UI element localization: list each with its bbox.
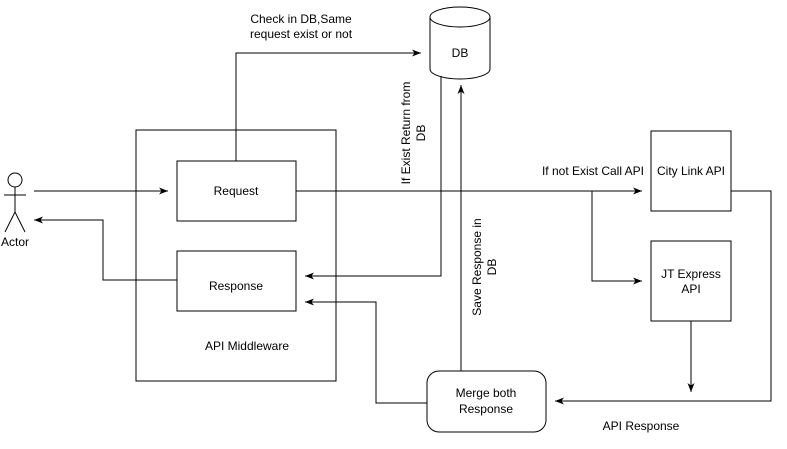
- if-exist-label-line1: If Exist Return from: [399, 82, 413, 185]
- merge-response-label-line2: Response: [459, 402, 513, 416]
- edge-response-to-actor: [34, 216, 177, 281]
- save-response-label-line2: DB: [485, 259, 499, 276]
- jt-express-api-label-line2: API: [681, 282, 700, 296]
- actor-label: Actor: [1, 235, 29, 249]
- city-link-api-label: City Link API: [657, 164, 725, 178]
- request-box: [176, 160, 297, 222]
- city-link-api-box: [650, 130, 732, 212]
- jt-express-api-box: [650, 240, 732, 322]
- response-label: Response: [209, 279, 263, 293]
- edge-request-to-db: [235, 49, 421, 161]
- db-label: DB: [452, 46, 469, 60]
- api-middleware-label: API Middleware: [205, 339, 289, 353]
- save-response-label: Save Response in DB: [470, 218, 499, 315]
- edge-merge-to-response: [305, 298, 427, 404]
- if-not-exist-label: If not Exist Call API: [542, 164, 644, 178]
- api-response-label: API Response: [603, 419, 680, 433]
- response-box: [176, 250, 297, 312]
- edge-branch-to-jt-express: [591, 191, 642, 285]
- request-label: Request: [214, 184, 259, 198]
- actor-figure: [4, 172, 26, 233]
- if-exist-label-line2: DB: [414, 125, 428, 142]
- edge-db-to-response: [305, 76, 442, 280]
- check-db-label-line1: Check in DB,Same: [250, 12, 352, 26]
- save-response-label-line1: Save Response in: [470, 218, 484, 315]
- check-db-label-line2: request exist or not: [250, 27, 353, 41]
- edge-city-link-to-merge: [555, 190, 772, 405]
- merge-response-box: [426, 370, 547, 433]
- if-exist-label: If Exist Return from DB: [399, 82, 428, 185]
- jt-express-api-label-line1: JT Express: [661, 267, 721, 281]
- db-cylinder: [429, 6, 491, 80]
- merge-response-label-line1: Merge both: [456, 386, 517, 400]
